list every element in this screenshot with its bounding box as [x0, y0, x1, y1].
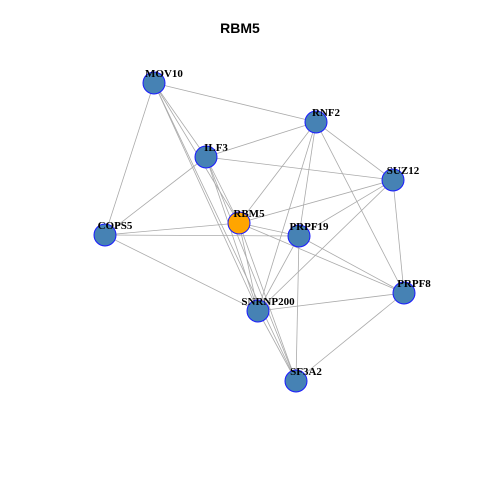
node-label-cops5: COPS5 [98, 220, 133, 232]
edge-prpf19-snrnp200 [257, 235, 300, 312]
edge-rbm5-sf3a2 [238, 222, 297, 382]
edge-rnf2-prpf8 [315, 121, 405, 294]
node-label-rbm5: RBM5 [233, 208, 265, 220]
edge-snrnp200-sf3a2 [257, 310, 297, 382]
edge-ilf3-sf3a2 [205, 156, 297, 382]
node-label-mov10: MOV10 [145, 68, 183, 80]
edge-mov10-ilf3 [153, 82, 207, 158]
node-mov10[interactable] [142, 71, 166, 95]
node-label-snrnp200: SNRNP200 [241, 296, 295, 308]
edge-suz12-snrnp200 [257, 179, 394, 312]
node-ilf3[interactable] [194, 145, 218, 169]
edge-mov10-sf3a2 [153, 82, 297, 382]
edge-rnf2-suz12 [315, 121, 394, 181]
edge-rbm5-prpf8 [238, 222, 405, 294]
edge-prpf8-sf3a2 [295, 292, 405, 382]
edge-mov10-cops5 [104, 82, 155, 236]
edge-suz12-prpf19 [298, 179, 394, 237]
edge-rnf2-snrnp200 [257, 121, 317, 312]
node-suz12[interactable] [381, 168, 405, 192]
node-snrnp200[interactable] [246, 299, 270, 323]
edge-suz12-prpf8 [392, 179, 405, 294]
node-rnf2[interactable] [304, 110, 328, 134]
node-label-suz12: SUZ12 [387, 165, 420, 177]
node-prpf19[interactable] [287, 224, 311, 248]
graph-title: RBM5 [220, 20, 260, 36]
node-label-sf3a2: SF3A2 [290, 366, 322, 378]
edge-ilf3-snrnp200 [205, 156, 259, 312]
node-label-prpf19: PRPF19 [289, 221, 329, 233]
edge-prpf8-snrnp200 [257, 292, 405, 312]
edge-prpf19-prpf8 [298, 235, 405, 294]
node-prpf8[interactable] [392, 281, 416, 305]
edge-ilf3-cops5 [104, 156, 207, 236]
node-label-prpf8: PRPF8 [397, 278, 431, 290]
node-layer [93, 71, 416, 393]
edge-ilf3-suz12 [205, 156, 394, 181]
node-sf3a2[interactable] [284, 369, 308, 393]
edge-cops5-prpf19 [104, 234, 300, 237]
node-cops5[interactable] [93, 223, 117, 247]
node-rbm5[interactable] [227, 211, 251, 235]
edge-prpf19-sf3a2 [295, 235, 300, 382]
edge-cops5-rbm5 [104, 222, 240, 236]
node-label-ilf3: ILF3 [204, 142, 228, 154]
node-label-rnf2: RNF2 [312, 107, 341, 119]
edge-cops5-snrnp200 [104, 234, 259, 312]
edge-rnf2-ilf3 [205, 121, 317, 158]
edge-mov10-rnf2 [153, 82, 317, 123]
edge-rbm5-snrnp200 [238, 222, 259, 312]
edge-layer [104, 82, 405, 382]
edge-suz12-rbm5 [238, 179, 394, 224]
edge-rnf2-prpf19 [298, 121, 317, 237]
edge-mov10-snrnp200 [153, 82, 259, 312]
edge-rnf2-rbm5 [238, 121, 317, 224]
edge-ilf3-rbm5 [205, 156, 240, 224]
